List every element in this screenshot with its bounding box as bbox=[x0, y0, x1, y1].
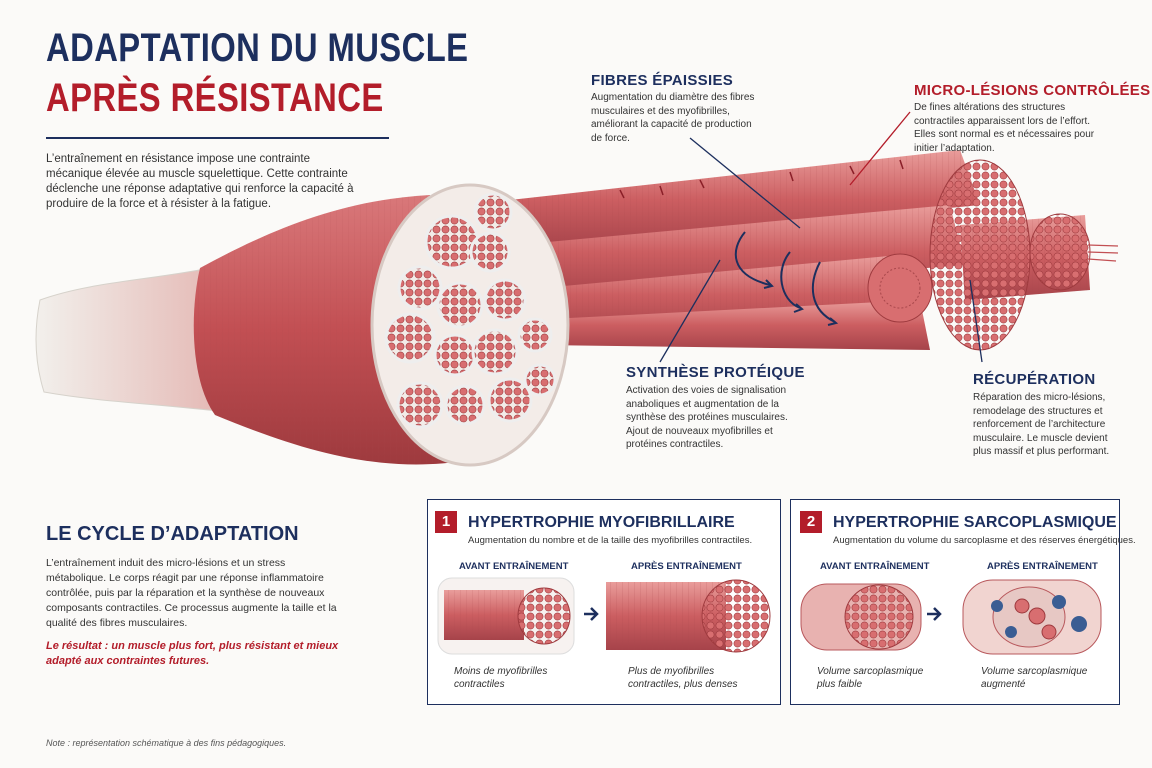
callout-lesions-title: MICRO-LÉSIONS CONTRÔLÉES bbox=[914, 82, 1151, 99]
panel-sarcoplasmique: 2 HYPERTROPHIE SARCOPLASMIQUE Augmentati… bbox=[790, 499, 1136, 705]
fiber-bundles bbox=[510, 150, 1119, 351]
callout-fibres-text: Augmentation du diamètre des fibres musc… bbox=[591, 92, 755, 144]
footer-note: Note : représentation schématique à des … bbox=[46, 738, 287, 748]
intro-text: L’entraînement en résistance impose une … bbox=[46, 153, 354, 210]
panel-2-after-caption: Volume sarcoplasmique augmenté bbox=[981, 666, 1088, 690]
rotation-arrows bbox=[734, 231, 839, 326]
panel-2-title: HYPERTROPHIE SARCOPLASMIQUE bbox=[833, 514, 1117, 531]
panel-2-illustration bbox=[800, 579, 1102, 655]
callout-recuperation-title: RÉCUPÉRATION bbox=[973, 371, 1096, 388]
cycle-result: Le résultat : un muscle plus fort, plus … bbox=[46, 640, 339, 667]
panel-2-subtitle: Augmentation du volume du sarcoplasme et… bbox=[833, 535, 1136, 546]
callout-fibres-title: FIBRES ÉPAISSIES bbox=[591, 72, 734, 89]
leader-lesions bbox=[849, 111, 911, 186]
cycle-text: L’entraînement induit des micro-lésions … bbox=[46, 557, 337, 629]
panel-1-after-label: APRÈS ENTRAÎNEMENT bbox=[631, 561, 742, 572]
callout-recuperation-text: Réparation des micro-lésions, remodelage… bbox=[973, 392, 1110, 457]
title-line-1: ADAPTATION DU MUSCLE bbox=[46, 26, 469, 70]
leader-fibres bbox=[689, 137, 801, 229]
panel-2-before-caption: Volume sarcoplasmique plus faible bbox=[817, 666, 924, 690]
callout-synthese-title: SYNTHÈSE PROTÉIQUE bbox=[626, 364, 805, 381]
title-line-2: APRÈS RÉSISTANCE bbox=[46, 76, 384, 120]
panel-1-title: HYPERTROPHIE MYOFIBRILLAIRE bbox=[468, 514, 735, 531]
callout-synthese-text: Activation des voies de signalisation an… bbox=[626, 385, 788, 450]
leader-recuperation bbox=[969, 279, 983, 363]
panel-1-before-label: AVANT ENTRAÎNEMENT bbox=[459, 561, 569, 572]
panel-1-illustration bbox=[437, 577, 771, 655]
panel-1-number: 1 bbox=[435, 511, 457, 533]
panel-1-before-caption: Moins de myofibrilles contractiles bbox=[454, 666, 548, 690]
panel-1-after-caption: Plus de myofibrilles contractiles, plus … bbox=[628, 666, 738, 690]
panel-2-number: 2 bbox=[800, 511, 822, 533]
muscle-cross-section bbox=[370, 183, 570, 467]
panel-1-subtitle: Augmentation du nombre et de la taille d… bbox=[468, 535, 753, 546]
tendon bbox=[35, 267, 226, 413]
panel-myofibrillaire: 1 HYPERTROPHIE MYOFIBRILLAIRE Augmentati… bbox=[427, 499, 781, 705]
cycle-title: LE CYCLE D’ADAPTATION bbox=[46, 523, 299, 545]
leader-synthese bbox=[659, 259, 721, 363]
muscle-illustration bbox=[35, 111, 1119, 467]
panel-2-after-label: APRÈS ENTRAÎNEMENT bbox=[987, 561, 1098, 572]
panel-2-before-label: AVANT ENTRAÎNEMENT bbox=[820, 561, 930, 572]
title-divider bbox=[46, 137, 389, 139]
callout-lesions-text: De fines altérations des structures cont… bbox=[914, 102, 1095, 154]
